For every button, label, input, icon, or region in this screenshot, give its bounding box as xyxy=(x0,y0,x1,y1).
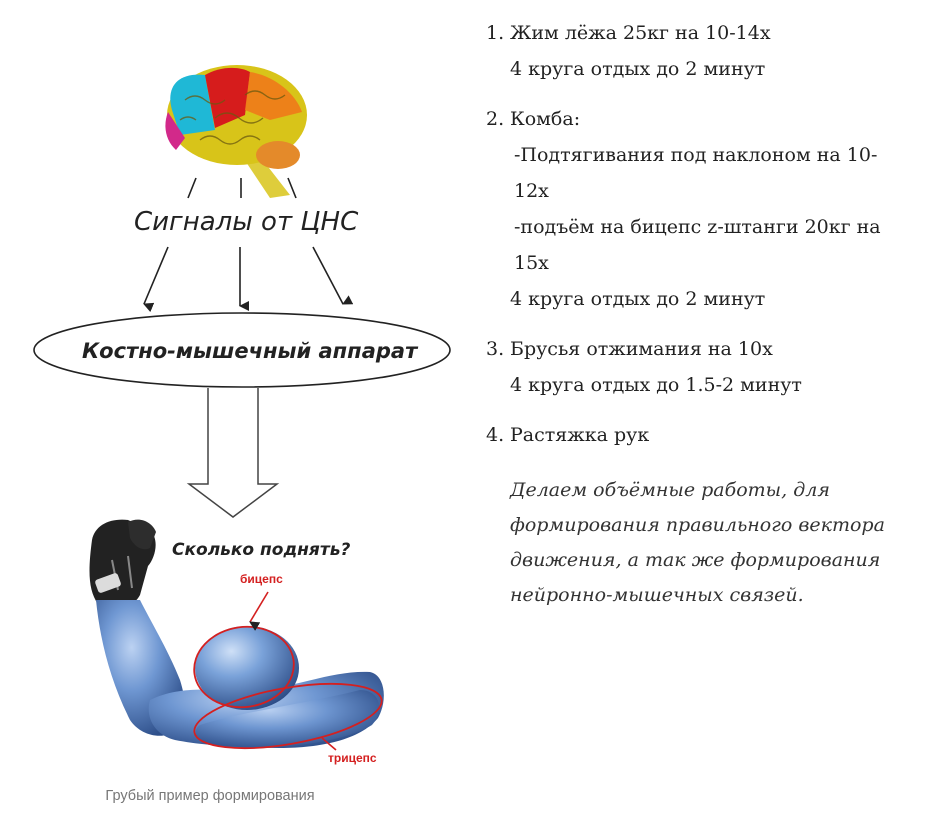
biceps-label: бицепс xyxy=(240,572,283,586)
list-item: 1. Жим лёжа 25кг на 10-14х 4 круга отдых… xyxy=(486,15,926,87)
note-line: нейронно-мышечных связей. xyxy=(510,584,804,606)
note-line: Делаем объёмные работы, для xyxy=(510,479,830,501)
note-paragraph: Делаем объёмные работы, для формирования… xyxy=(486,473,926,613)
list-number: 1. xyxy=(486,22,505,44)
exercise-detail: 15х xyxy=(514,252,549,274)
note-line: формирования правильного вектора xyxy=(510,514,885,536)
exercise-detail: 4 круга отдых до 2 минут xyxy=(510,58,766,80)
brain-illustration xyxy=(165,65,307,198)
exercise-text: Комба: xyxy=(510,108,581,130)
exercise-detail: 4 круга отдых до 2 минут xyxy=(510,288,766,310)
note-line: движения, а так же формирования xyxy=(510,549,881,571)
list-item: 4. Растяжка рук xyxy=(486,417,926,453)
exercise-detail: -Подтягивания под наклоном на 10- xyxy=(514,144,878,166)
exercise-detail: -подъём на бицепс z-штанги 20кг на xyxy=(514,216,881,238)
apparatus-ellipse xyxy=(33,312,451,388)
exercise-text: Жим лёжа 25кг на 10-14х xyxy=(510,22,771,44)
down-arrow-icon xyxy=(143,246,169,313)
list-number: 4. xyxy=(486,424,505,446)
list-item: 2. Комба: -Подтягивания под наклоном на … xyxy=(486,101,926,317)
list-number: 2. xyxy=(486,108,505,130)
exercise-text: Растяжка рук xyxy=(510,424,650,446)
workout-content: 1. Жим лёжа 25кг на 10-14х 4 круга отдых… xyxy=(486,15,926,613)
exercise-detail: 12х xyxy=(514,180,549,202)
exercise-detail: 4 круга отдых до 1.5-2 минут xyxy=(510,374,802,396)
diagram-svg: Сигналы от ЦНС Костно-мышечный аппарат xyxy=(33,65,451,765)
hollow-arrow-icon xyxy=(186,388,280,518)
workout-list: 1. Жим лёжа 25кг на 10-14х 4 круга отдых… xyxy=(486,15,926,453)
question-label: Сколько поднять? xyxy=(172,540,350,560)
list-number: 3. xyxy=(486,338,505,360)
brain-connectors xyxy=(187,177,297,199)
apparatus-label: Костно-мышечный аппарат xyxy=(82,339,419,363)
signals-label: Сигналы от ЦНС xyxy=(134,207,359,237)
down-arrow-icon xyxy=(312,246,354,305)
arm-illustration xyxy=(89,519,384,751)
figure: Сигналы от ЦНС Костно-мышечный аппарат xyxy=(33,65,451,804)
list-item: 3. Брусья отжимания на 10х 4 круга отдых… xyxy=(486,331,926,403)
figure-caption: Грубый пример формирования xyxy=(105,788,315,804)
exercise-text: Брусья отжимания на 10х xyxy=(510,338,773,360)
triceps-label: трицепс xyxy=(328,751,377,765)
